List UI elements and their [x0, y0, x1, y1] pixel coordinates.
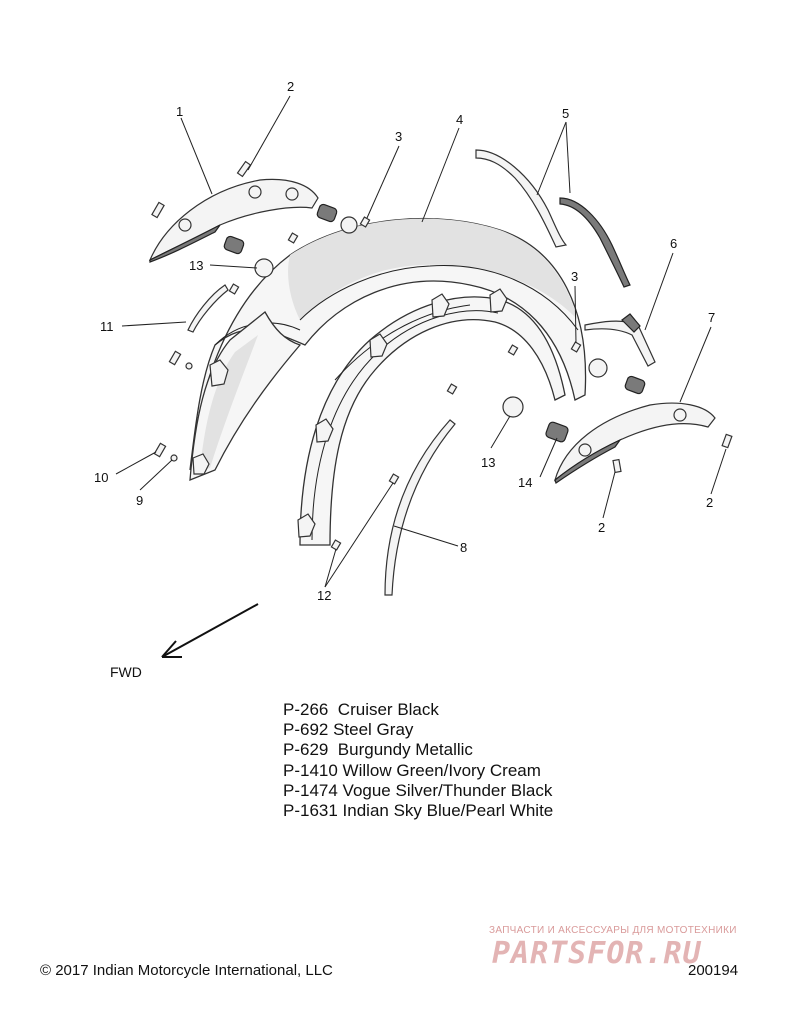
legend-item: P-1410 Willow Green/Ivory Cream [283, 760, 541, 780]
right-rail-part-7 [553, 402, 716, 484]
callout-1: 1 [176, 104, 183, 119]
callout-14: 14 [518, 475, 532, 490]
callout-2: 2 [287, 79, 294, 94]
callout-labels: 1 2 3 4 5 6 3 7 13 11 10 9 13 14 2 2 8 1… [94, 79, 715, 603]
watermark-tagline: ЗАПЧАСТИ И АКСЕССУАРЫ ДЛЯ МОТОТЕХНИКИ [489, 925, 737, 936]
legend-item: P-1474 Vogue Silver/Thunder Black [283, 780, 553, 800]
callout-13: 13 [189, 258, 203, 273]
emblem-part-6 [584, 313, 656, 367]
callout-10: 10 [94, 470, 108, 485]
callout-3: 3 [395, 129, 402, 144]
callout-5: 5 [562, 106, 569, 121]
callout-3: 3 [571, 269, 578, 284]
fasteners [151, 160, 733, 551]
watermark-logo: PARTSFOR.RU [492, 936, 702, 971]
leader-lines [115, 95, 727, 588]
document-number: 200194 [688, 962, 739, 979]
trim-strip-part-8 [384, 419, 456, 596]
callout-8: 8 [460, 540, 467, 555]
bushing-part-3a [316, 203, 338, 223]
callout-2: 2 [598, 520, 605, 535]
legend-item: P-692 Steel Gray [283, 720, 414, 740]
bushing-part-14 [545, 421, 569, 443]
legend-item: P-629 Burgundy Metallic [283, 740, 473, 760]
forward-direction-arrow: FWD [110, 603, 259, 680]
callout-2: 2 [706, 495, 713, 510]
callout-13: 13 [481, 455, 495, 470]
legend-item: P-1631 Indian Sky Blue/Pearl White [283, 801, 554, 821]
rear-fender-part-4 [189, 217, 587, 546]
callout-11: 11 [100, 319, 114, 334]
cap-part-13 [254, 216, 608, 418]
callout-12: 12 [317, 588, 331, 603]
legend-item: P-266 Cruiser Black [283, 700, 439, 719]
bushing-part-3b [223, 235, 245, 255]
trim-strip-part-11 [187, 284, 229, 333]
bushing-part-3c [624, 375, 646, 395]
trim-strip-part-5a [475, 149, 568, 248]
trim-strip-part-5b [559, 197, 631, 288]
left-rail-part-1 [148, 178, 319, 263]
callout-7: 7 [708, 310, 715, 325]
copyright-notice: © 2017 Indian Motorcycle International, … [40, 962, 333, 979]
callout-9: 9 [136, 493, 143, 508]
fwd-label: FWD [110, 664, 142, 680]
callout-4: 4 [456, 112, 463, 127]
callout-6: 6 [670, 236, 677, 251]
paint-color-legend: P-266 Cruiser Black P-692 Steel Gray P-6… [283, 700, 553, 821]
